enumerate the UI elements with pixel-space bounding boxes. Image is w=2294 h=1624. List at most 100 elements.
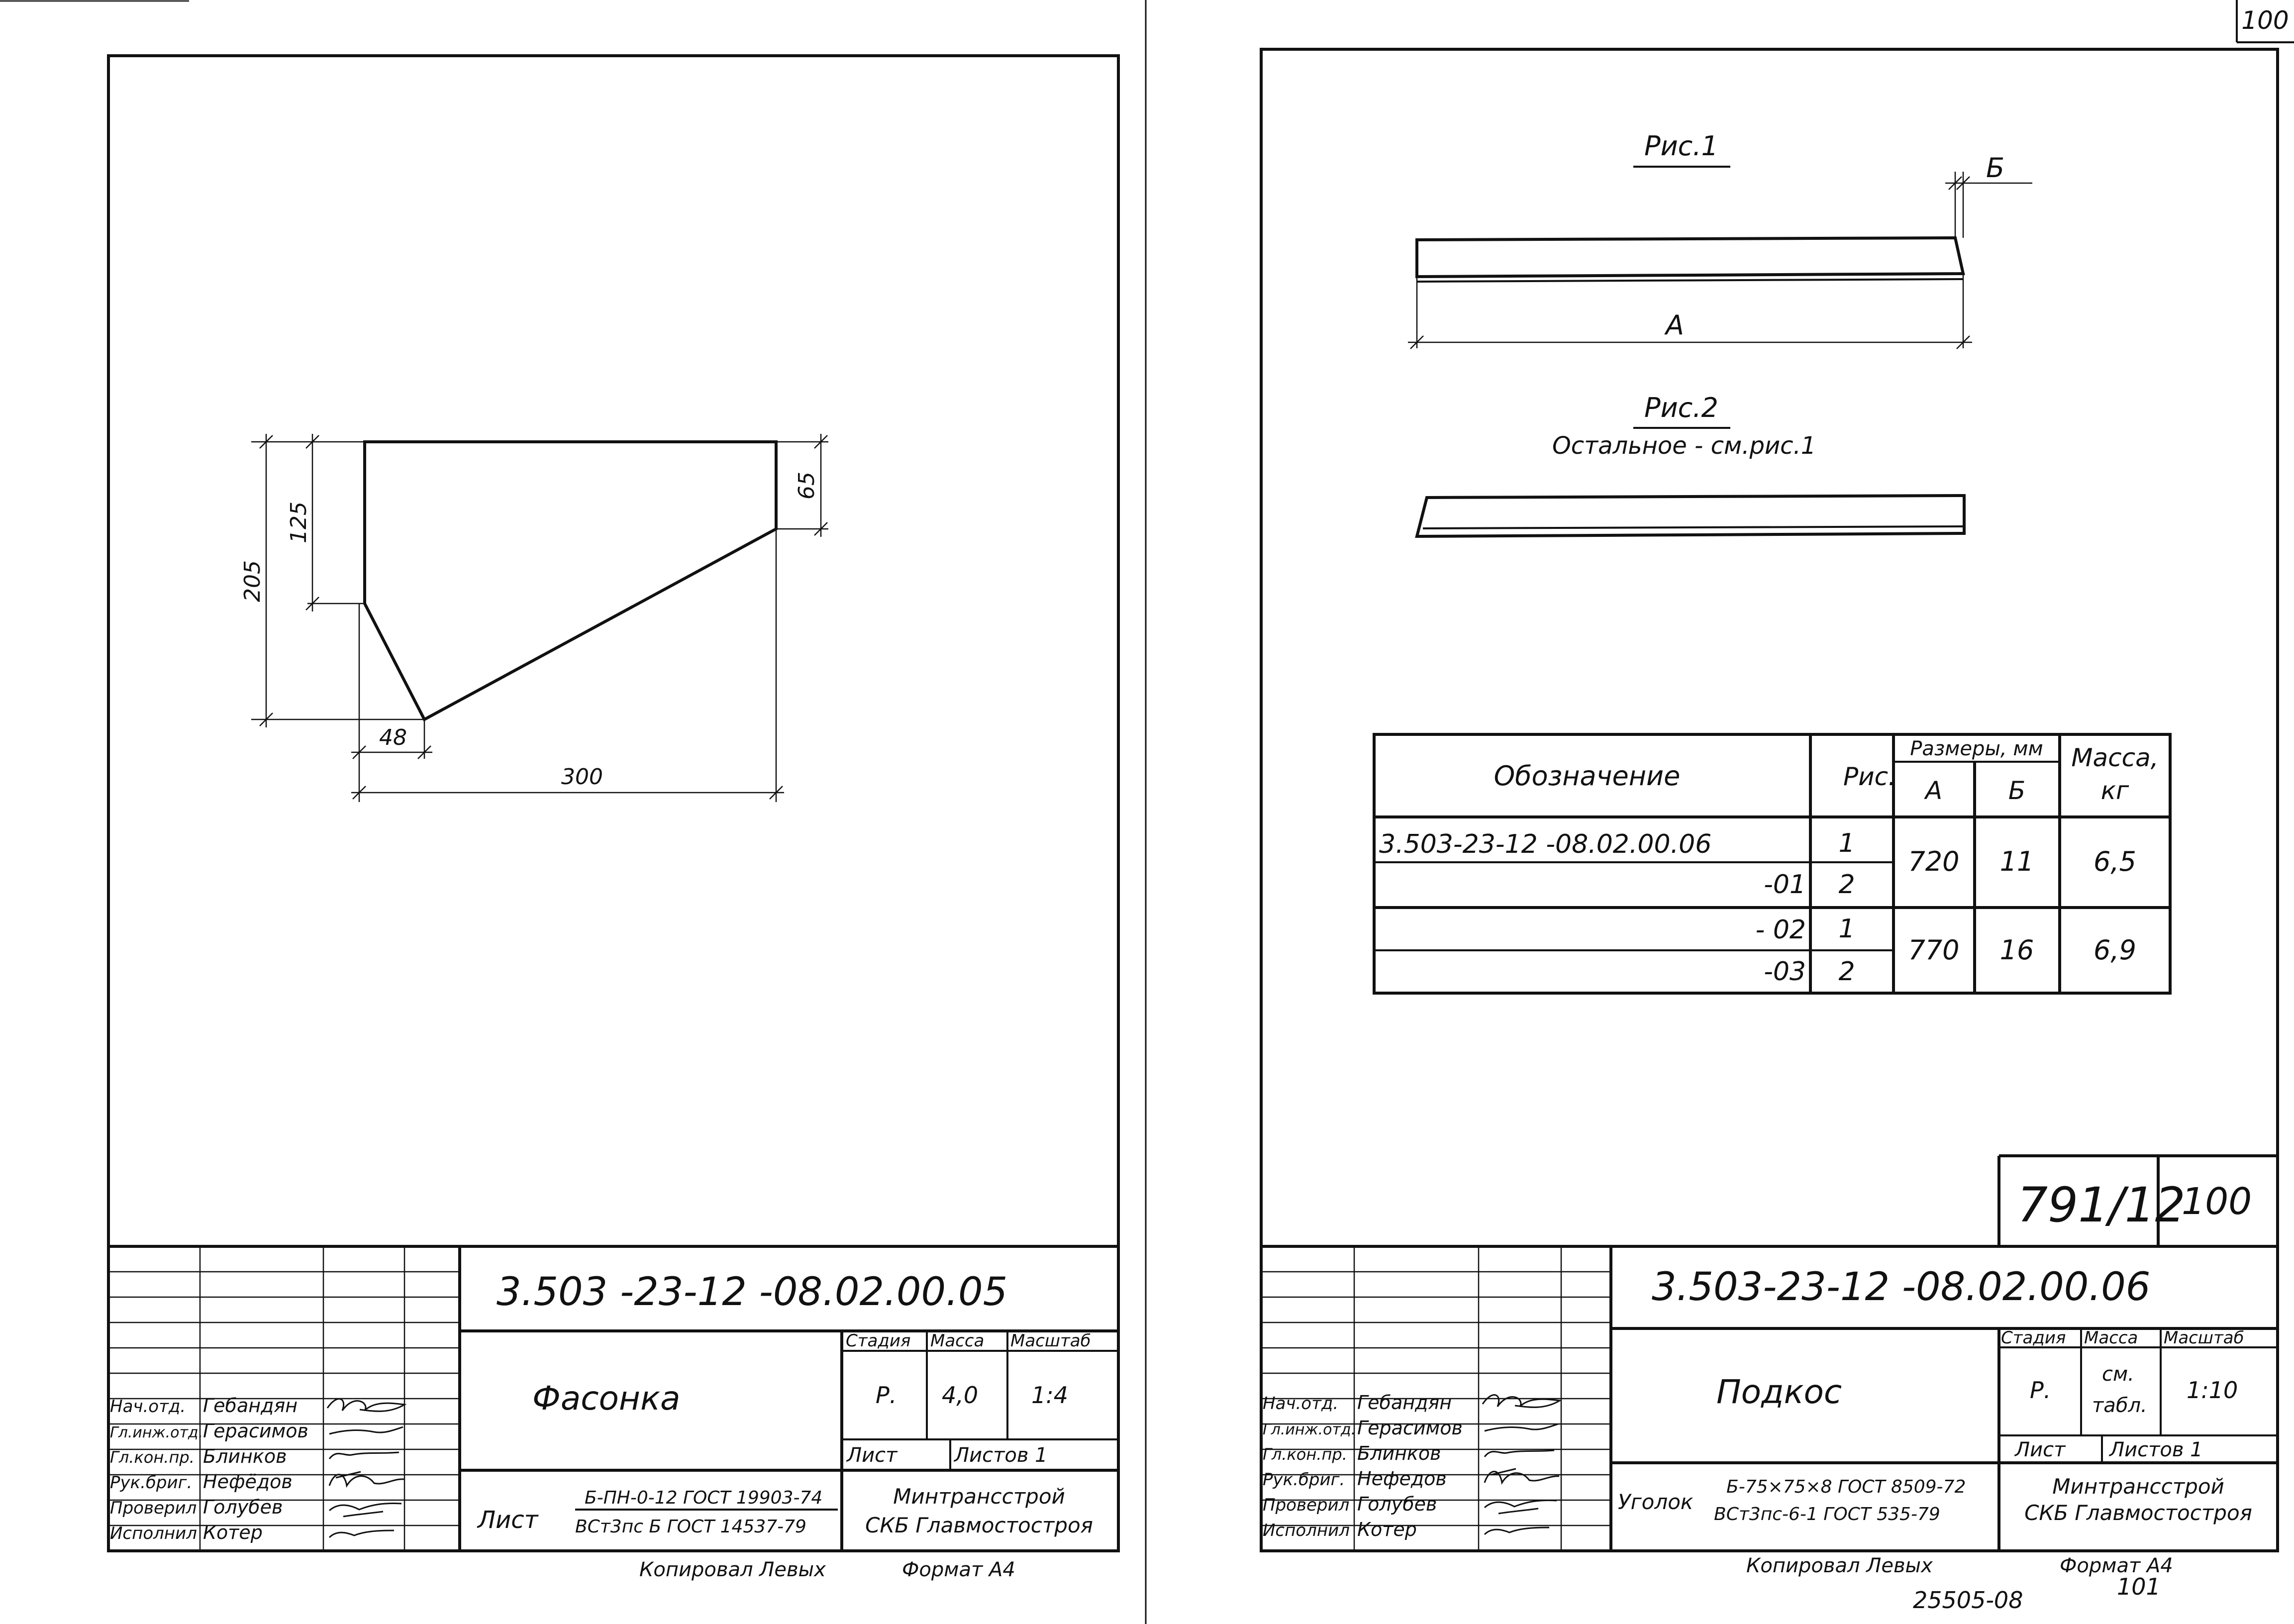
fig2-note: Остальное - см.рис.1 xyxy=(1552,432,1816,460)
right-doc-code: 3.503-23-12 -08.02.00.06 xyxy=(1652,1265,2150,1310)
col-a-header: А xyxy=(1924,776,1942,805)
right-scale-label: Масштаб xyxy=(2164,1328,2244,1348)
left-staff-role: Гл.инж.отд. xyxy=(110,1424,203,1441)
left-org-line2: СКБ Главмостостроя xyxy=(865,1513,1093,1537)
right-mass-label: Масса xyxy=(2084,1328,2138,1348)
fig1-title: Рис.1 xyxy=(1644,130,1718,162)
left-stage-value: Р. xyxy=(876,1382,897,1409)
group-mass-value: 6,5 xyxy=(2094,846,2136,877)
col-mass-header-2: кг xyxy=(2101,776,2129,805)
right-staff-name: Гебандян xyxy=(1357,1392,1452,1414)
left-staff-role: Гл.кон.пр. xyxy=(110,1448,195,1467)
left-staff-name: Голубев xyxy=(203,1496,283,1518)
dimension-65: 65 xyxy=(794,434,828,537)
right-staff-name: Котер xyxy=(1357,1519,1417,1540)
left-part-name: Фасонка xyxy=(532,1379,680,1418)
dimension-extension-lines xyxy=(251,441,828,802)
row-designation: 3.503-23-12 -08.02.00.06 xyxy=(1379,829,1711,859)
group-mass-value: 6,9 xyxy=(2094,934,2136,966)
right-staff-role: Гл.инж.отд. xyxy=(1263,1421,1356,1438)
archive-stamp: 791/12 100 xyxy=(1997,1154,2278,1246)
left-staff-role: Рук.бриг. xyxy=(110,1473,192,1493)
col-b-header: Б xyxy=(2008,776,2025,805)
right-format: Формат А4 xyxy=(2060,1554,2173,1577)
col-mass-header-1: Масса, xyxy=(2071,743,2158,772)
fig1-label-b: Б xyxy=(1986,152,2004,184)
fig1-label-a: А xyxy=(1664,309,1684,341)
right-mass-value-1: см. xyxy=(2102,1363,2134,1386)
right-material-type: Уголок xyxy=(1618,1490,1694,1514)
figure-2: Рис.2 Остальное - см.рис.1 xyxy=(1415,392,1966,538)
dim-label-65: 65 xyxy=(794,472,819,500)
left-title-block: 3.503 -23-12 -08.02.00.05 Фасонка Стадия… xyxy=(108,1245,1118,1551)
dim-label-48: 48 xyxy=(379,725,407,750)
dimension-48: 48 xyxy=(351,725,432,759)
fig1-angle-profile xyxy=(1415,236,1965,279)
left-doc-code: 3.503 -23-12 -08.02.00.05 xyxy=(497,1270,1007,1315)
archive-page: 101 xyxy=(2117,1573,2161,1600)
right-org-line1: Минтрансстрой xyxy=(2052,1474,2224,1499)
left-staff-name: Гебандян xyxy=(203,1395,298,1417)
right-staff-name: Блинков xyxy=(1357,1442,1441,1464)
right-material-line2: ВСт3пс-6-1 ГОСТ 535-79 xyxy=(1714,1504,1940,1524)
right-stage-value: Р. xyxy=(2030,1377,2051,1404)
left-staff-list: Нач.отд. Гебандян Гл.инж.отд. Герасимов … xyxy=(110,1395,308,1543)
stamp-page: 100 xyxy=(2182,1180,2252,1223)
right-signatures xyxy=(1482,1394,1562,1535)
left-staff-role: Исполнил xyxy=(110,1523,197,1543)
row-designation: - 02 xyxy=(1756,915,1806,945)
left-copied-by: Копировал Левых xyxy=(639,1558,826,1581)
group-b-value: 16 xyxy=(2000,934,2034,966)
page-number-box: 100 xyxy=(2236,0,2294,43)
gusset-plate-outline xyxy=(363,440,778,722)
left-staff-name: Нефёдов xyxy=(203,1471,293,1493)
left-sheet-label: Лист xyxy=(846,1444,898,1467)
group-b-value: 11 xyxy=(2000,846,2034,877)
page-number: 100 xyxy=(2241,6,2289,35)
right-staff-role: Гл.кон.пр. xyxy=(1263,1445,1347,1464)
right-staff-role: Рук.бриг. xyxy=(1263,1470,1345,1490)
left-staff-role: Нач.отд. xyxy=(110,1397,186,1417)
right-staff-name: Нефедов xyxy=(1357,1468,1447,1490)
dimension-205: 205 xyxy=(240,434,273,727)
col-sizes-header: Размеры, мм xyxy=(1910,737,2043,760)
left-staff-name: Блинков xyxy=(203,1445,287,1467)
stamp-number: 791/12 xyxy=(2017,1177,2186,1233)
row-designation: -03 xyxy=(1764,957,1806,987)
right-staff-name: Голубев xyxy=(1357,1493,1437,1515)
fig2-title: Рис.2 xyxy=(1644,392,1718,423)
right-part-name: Подкос xyxy=(1716,1373,1842,1411)
left-org-line1: Минтрансстрой xyxy=(893,1484,1065,1509)
right-title-block: 3.503-23-12 -08.02.00.06 Подкос Стадия М… xyxy=(1261,1245,2278,1551)
dimension-125: 125 xyxy=(286,434,319,611)
left-sheets-label: Листов 1 xyxy=(953,1444,1048,1467)
left-staff-name: Котер xyxy=(203,1522,263,1543)
left-mass-label: Масса xyxy=(930,1331,984,1351)
right-material-line1: Б-75×75×8 ГОСТ 8509-72 xyxy=(1726,1477,1966,1497)
group-a-value: 720 xyxy=(1908,846,1959,877)
row-designation: -01 xyxy=(1764,870,1806,900)
right-sheets-label: Листов 1 xyxy=(2108,1438,2203,1461)
right-staff-role: Исполнил xyxy=(1263,1521,1350,1540)
group-a-value: 770 xyxy=(1908,934,1959,966)
right-org-line2: СКБ Главмостостроя xyxy=(2024,1501,2252,1525)
right-staff-role: Проверил xyxy=(1263,1495,1349,1515)
right-copied-by: Копировал Левых xyxy=(1746,1554,1933,1577)
left-stage-label: Стадия xyxy=(846,1331,910,1351)
figure-1: Рис.1 А Б xyxy=(1408,130,2032,349)
left-signatures xyxy=(326,1398,407,1538)
dim-label-125: 125 xyxy=(286,502,311,543)
fig2-angle-profile xyxy=(1415,494,1966,538)
right-sheet-frame xyxy=(1260,48,2279,1552)
left-material-line2: ВСт3пс Б ГОСТ 14537-79 xyxy=(575,1517,806,1537)
right-staff-role: Нач.отд. xyxy=(1263,1394,1338,1414)
row-fig: 2 xyxy=(1838,870,1855,900)
right-staff-list: Нач.отд. Гебандян Гл.инж.отд. Герасимов … xyxy=(1263,1392,1463,1540)
dimension-300: 300 xyxy=(351,764,784,800)
left-staff-name: Герасимов xyxy=(203,1420,308,1442)
archive-number: 25505-08 xyxy=(1913,1587,2023,1614)
left-staff-role: Проверил xyxy=(110,1498,197,1518)
right-stage-label: Стадия xyxy=(2001,1328,2066,1348)
dim-label-205: 205 xyxy=(240,560,265,602)
